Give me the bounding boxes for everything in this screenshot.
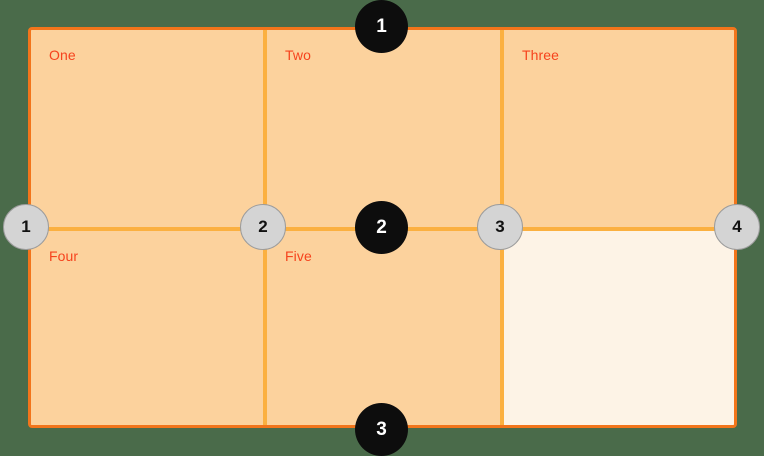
- grid-frame: One Two Three Four Five: [28, 27, 737, 428]
- grid-cell-five[interactable]: Five: [267, 231, 500, 425]
- grid-cell-three[interactable]: Three: [504, 30, 734, 227]
- row-marker-3-label: 3: [376, 418, 387, 440]
- grid-cell-label-four: Four: [49, 248, 79, 264]
- row-marker-1-label: 1: [376, 15, 387, 37]
- grid-cell-label-five: Five: [285, 248, 312, 264]
- column-marker-4-label: 4: [732, 217, 742, 236]
- grid-cell-one[interactable]: One: [31, 30, 263, 227]
- column-marker-1[interactable]: 1: [3, 204, 49, 250]
- grid-cell-label-one: One: [49, 47, 76, 63]
- grid-cell-four[interactable]: Four: [31, 231, 263, 425]
- grid-cell-empty[interactable]: [504, 231, 734, 425]
- grid-cell-two[interactable]: Two: [267, 30, 500, 227]
- row-marker-2[interactable]: 2: [355, 201, 408, 254]
- row-marker-2-label: 2: [376, 216, 387, 238]
- column-marker-3-label: 3: [495, 217, 505, 236]
- column-marker-4[interactable]: 4: [714, 204, 760, 250]
- grid-cell-label-two: Two: [285, 47, 311, 63]
- column-marker-2[interactable]: 2: [240, 204, 286, 250]
- column-marker-3[interactable]: 3: [477, 204, 523, 250]
- column-marker-1-label: 1: [21, 217, 31, 236]
- grid-cell-label-three: Three: [522, 47, 560, 63]
- row-marker-1[interactable]: 1: [355, 0, 408, 53]
- row-marker-3[interactable]: 3: [355, 403, 408, 456]
- column-marker-2-label: 2: [258, 217, 268, 236]
